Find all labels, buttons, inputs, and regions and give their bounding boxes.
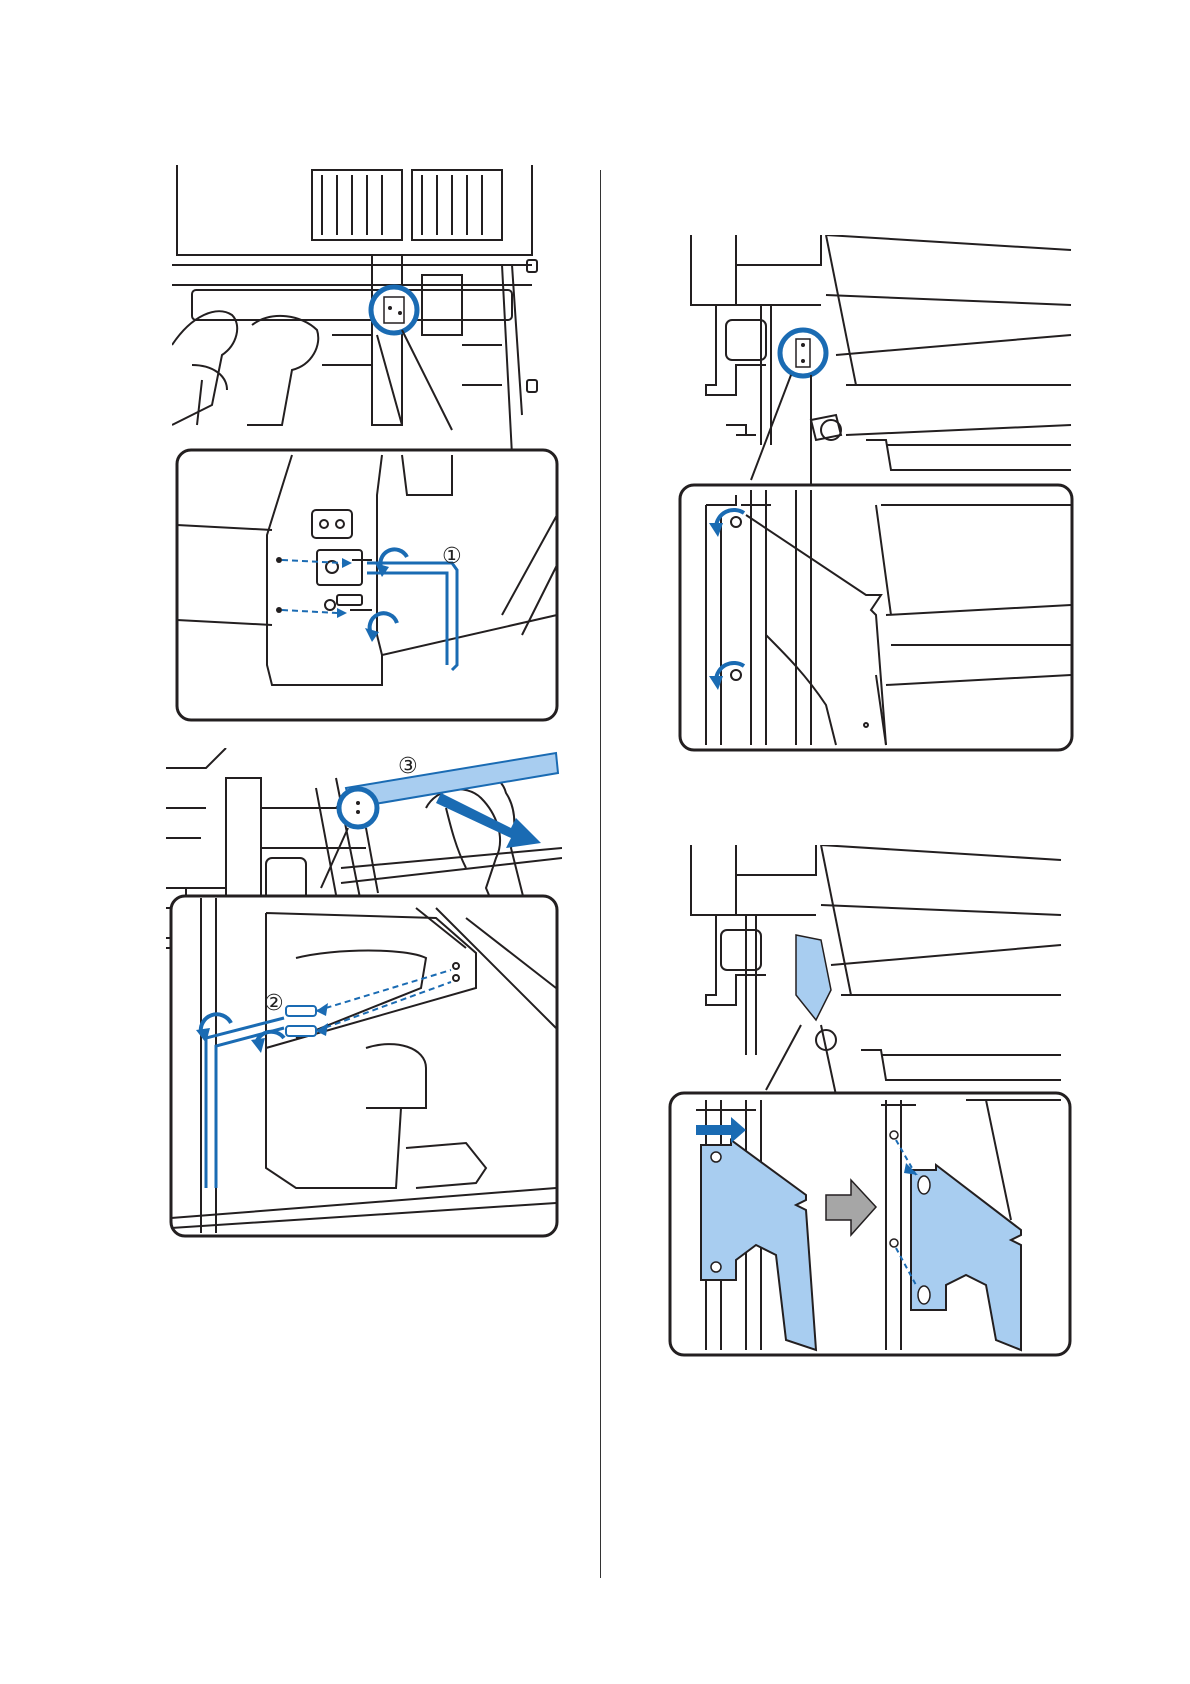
illustration-bracket-reposition	[666, 845, 1076, 1360]
figure-reposition-bracket	[666, 845, 1076, 1360]
step-marker-2: ②	[264, 991, 284, 1016]
figure-remove-roller: ③ ②	[166, 748, 562, 1243]
step-marker-3: ③	[398, 754, 418, 779]
figure-loosen-bracket-screws	[676, 235, 1076, 755]
illustration-bracket-closeup	[676, 235, 1076, 755]
column-divider	[600, 170, 601, 1578]
illustration-printer-roller: ①	[172, 165, 562, 725]
figure-remove-bracket-screws: ①	[172, 165, 562, 725]
step-marker-1: ①	[442, 544, 462, 569]
illustration-roller-removal: ③ ②	[166, 748, 562, 1243]
